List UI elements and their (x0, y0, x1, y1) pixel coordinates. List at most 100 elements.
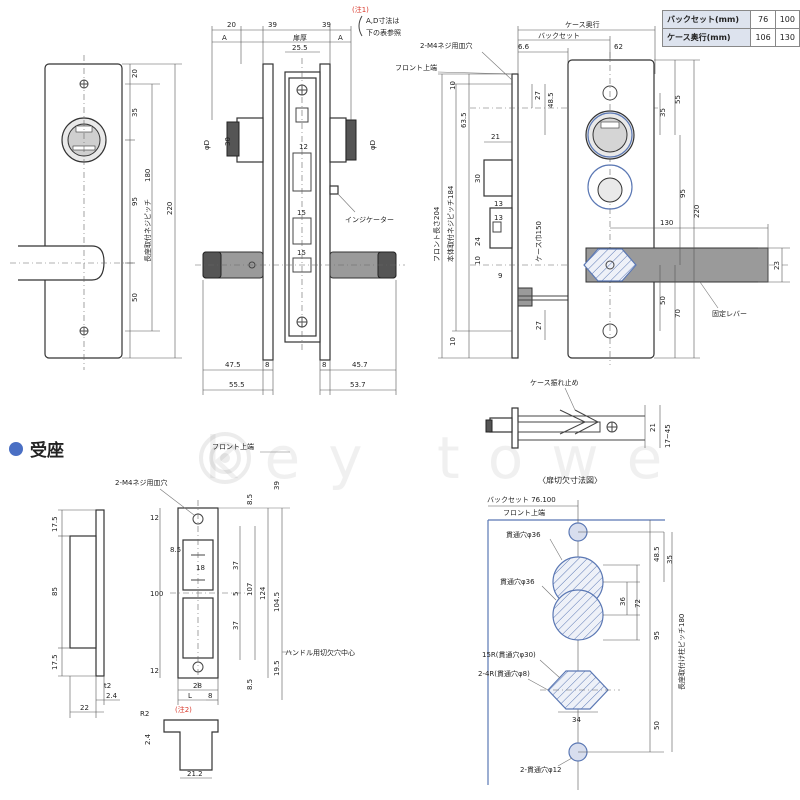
spec-label: バックセット(mm) (661, 10, 752, 29)
dim-label: 15 (297, 249, 306, 257)
through-36a-label: 貫通穴φ36 (506, 530, 541, 539)
case-front-plate (511, 73, 519, 359)
dim-label: 25.5 (292, 44, 308, 52)
handle-center-label: ハンドル用切欠穴中心 (285, 648, 355, 657)
dim-label: 100 (150, 590, 163, 598)
thumbturn (226, 121, 240, 157)
dim-label: 36 (619, 597, 627, 606)
backset-76-100-label: バックセット 76.100 (487, 496, 556, 504)
door-face-left (262, 63, 274, 361)
dim-label: 95 (653, 631, 661, 640)
cylinder-cap (345, 119, 357, 161)
dim-label: 85 (51, 587, 59, 596)
dim-label: R2 (140, 710, 149, 718)
dim-label: 55.5 (229, 381, 245, 389)
watermark: key towe (205, 424, 690, 492)
dim-label: 10 (449, 81, 457, 90)
dim-label: 17.5 (51, 654, 59, 670)
dim-label: 107 (246, 583, 254, 596)
note1-line2: 下の表参照 (366, 28, 401, 37)
dim-label: 24 (474, 237, 482, 246)
body-pitch-label: 本体取付ネジピッチ184 (446, 185, 455, 262)
r15-label: 15R(貫通穴φ30) (482, 650, 536, 659)
case-stop-label: ケース振れ止め (530, 378, 579, 387)
note2-tag: (注2) (175, 705, 192, 714)
dim-label: 22 (80, 704, 89, 712)
section-bullet-icon (9, 442, 23, 456)
dim-label: 6.6 (518, 43, 530, 51)
through-hole-36-lower (552, 589, 604, 641)
front-length-label: フロント長さ204 (433, 206, 441, 262)
dim-label: 8.5 (246, 494, 254, 505)
dim-label: 5 (232, 592, 240, 596)
dim-label: 72 (634, 599, 642, 608)
note1-line1: A,D寸法は (366, 16, 399, 25)
dim-label: 21 (491, 133, 500, 141)
r4-label: 2-4R(貫通穴φ8) (478, 669, 530, 678)
dim-label: 35 (666, 555, 674, 564)
dim-label: 39 (273, 481, 281, 490)
dim-label: 20 (131, 69, 139, 78)
strike-screw-label: 2-M4ネジ用皿穴 (115, 478, 167, 487)
long-pitch-label: 長座取付ネジピッチ (143, 199, 152, 262)
section-title: 受座 (30, 440, 64, 461)
dim-label: 12 (150, 667, 159, 675)
dim-label: 23 (773, 261, 781, 270)
dim-label: 12 (299, 143, 308, 151)
dim-label: 18 (196, 564, 205, 572)
dim-label: 95 (131, 197, 139, 206)
dim-label: 47.5 (225, 361, 241, 369)
dim-label: 37 (232, 561, 240, 570)
dim-label: 70 (674, 309, 682, 318)
dim-label: 21.2 (187, 770, 203, 778)
dim-label: 220 (166, 202, 174, 215)
case-stop-part (517, 287, 533, 307)
dim-label: 50 (653, 721, 661, 730)
strike-front-view: 2-M4ネジ用皿穴 フロント上端 12 12 8.5 18 100 37 37 … (115, 442, 355, 714)
fixed-lever-label: 固定レバー (712, 309, 747, 318)
door-thickness-label: 扉厚 (293, 33, 307, 42)
cutout-title: 〈扉切欠寸法図〉 (538, 475, 602, 485)
dim-label: 48.5 (653, 546, 661, 562)
dim-A-right: A (338, 34, 343, 42)
backset-label: バックセット (538, 32, 580, 40)
strike-plate-edge (95, 509, 105, 677)
spec-row-case-depth: ケース奥行(mm) 106 130 (661, 28, 800, 47)
strike-front-top-label: フロント上端 (212, 442, 254, 451)
dim-label: 55 (674, 95, 682, 104)
dim-label: 8 (208, 692, 212, 700)
dim-label: 124 (259, 586, 267, 600)
dim-label: 8.5 (246, 679, 254, 690)
dim-A-left: A (222, 34, 227, 42)
case-depth-label: ケース奥行 (565, 20, 600, 29)
dim-label: 130 (660, 219, 673, 227)
cutout-front-top-label: フロント上端 (503, 508, 545, 517)
dim-label: 30 (474, 174, 482, 183)
watermark-logo (199, 432, 251, 484)
dim-label: 28 (193, 682, 202, 690)
spec-table: バックセット(mm) 76 100 ケース奥行(mm) 106 130 (661, 10, 800, 47)
strike-side-view: 17.5 85 17.5 t2 2.4 22 (51, 509, 120, 718)
dim-label: 21 (649, 423, 657, 432)
dim-label: 48.5 (547, 92, 555, 108)
latch-box (483, 159, 513, 197)
case-width-label: ケース巾150 (534, 221, 543, 262)
case-stop-view: ケース振れ止め 21 17~45 (485, 378, 672, 449)
front-top-label: フロント上端 (395, 63, 437, 72)
dim-label: 13 (494, 200, 503, 208)
dim-label: 220 (693, 205, 701, 218)
dim-label: 62 (614, 43, 623, 51)
dim-label: 12 (150, 514, 159, 522)
dim-label: 13 (494, 214, 503, 222)
dim-label: 27 (535, 321, 543, 330)
dim-label: 10 (449, 337, 457, 346)
spec-row-backset: バックセット(mm) 76 100 (661, 10, 800, 29)
escutcheon-view: 35 55 95 220 130 23 50 70 固定レバー (567, 52, 790, 365)
note1-tag: (注1) (352, 5, 369, 14)
strike-bottom-profile (163, 719, 219, 771)
lock-front-inner (288, 77, 317, 337)
cylinder-icon (585, 110, 635, 160)
cylinder-left (236, 117, 264, 163)
dim-label: 45.7 (352, 361, 368, 369)
dim-label: 15 (297, 209, 306, 217)
